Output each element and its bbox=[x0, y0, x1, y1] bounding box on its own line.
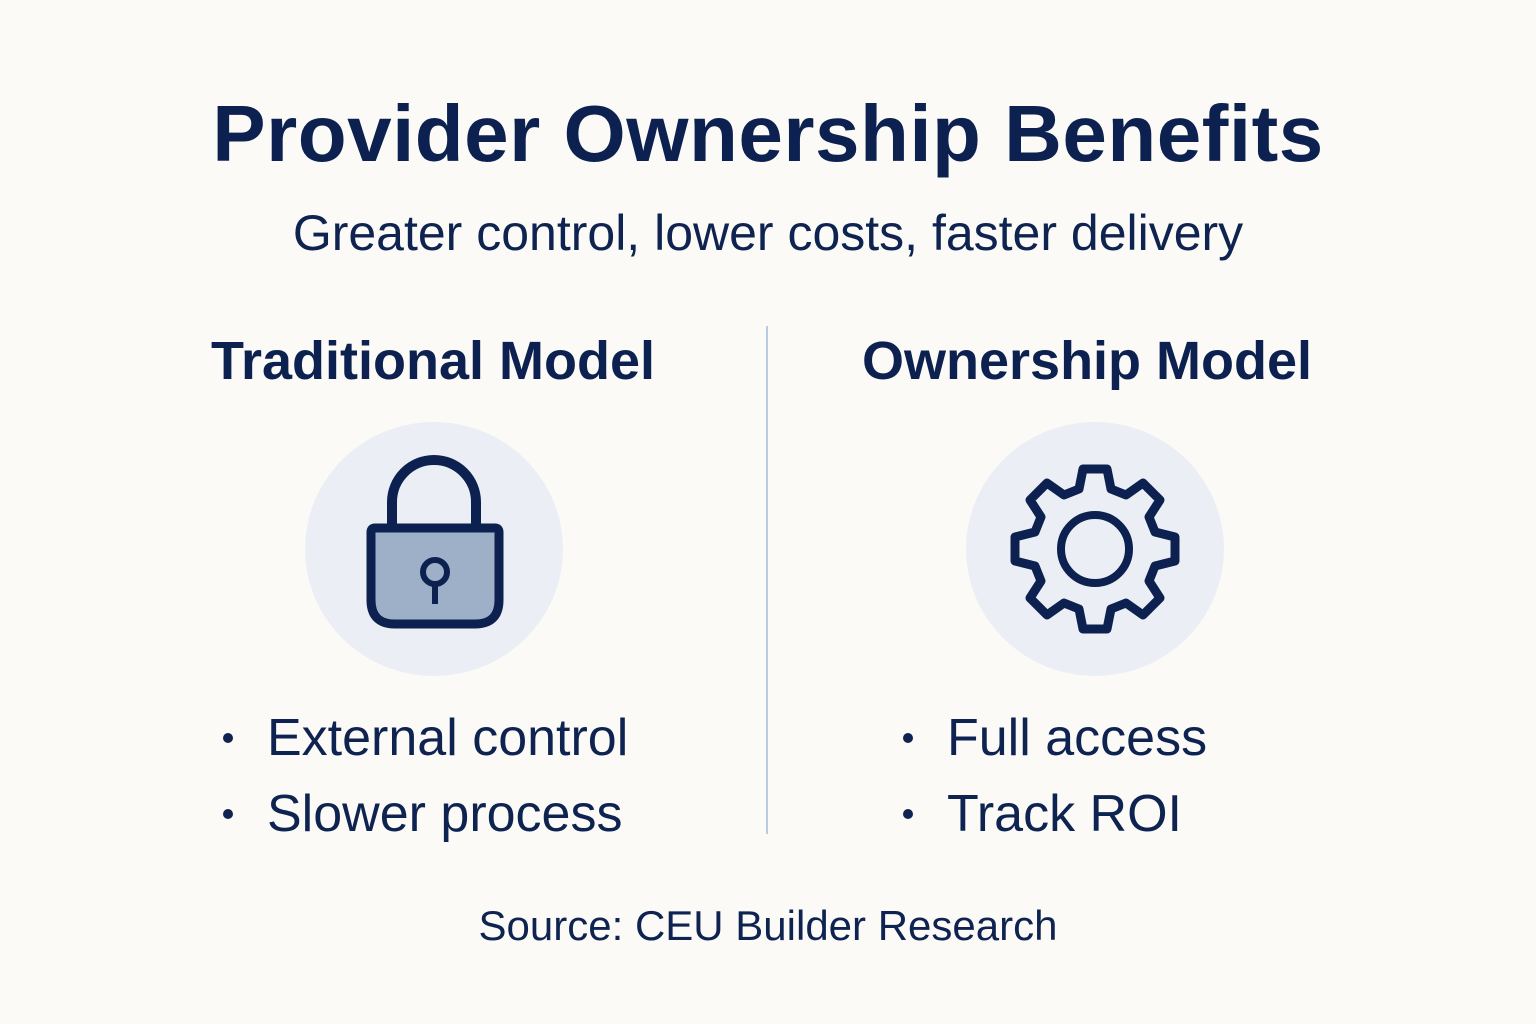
ownership-model-bullets: Full access Track ROI bbox=[898, 700, 1207, 852]
traditional-model-column: Traditional Model bbox=[211, 330, 655, 392]
page-title: Provider Ownership Benefits bbox=[212, 89, 1324, 178]
bullet-item: External control bbox=[218, 700, 628, 776]
padlock-icon-circle bbox=[305, 422, 563, 676]
bullet-dot-icon bbox=[223, 733, 233, 743]
gear-icon-circle bbox=[966, 422, 1224, 676]
padlock-icon bbox=[366, 455, 504, 629]
bullet-dot-icon bbox=[223, 809, 233, 819]
gear-icon bbox=[1010, 464, 1180, 634]
bullet-dot-icon bbox=[903, 809, 913, 819]
ownership-model-heading: Ownership Model bbox=[862, 331, 1313, 391]
column-divider bbox=[766, 326, 768, 834]
bullet-item: Track ROI bbox=[898, 776, 1207, 852]
traditional-model-heading: Traditional Model bbox=[211, 331, 656, 391]
ownership-model-column: Ownership Model bbox=[862, 330, 1312, 392]
source-caption: Source: CEU Builder Research bbox=[478, 902, 1058, 949]
bullet-item: Full access bbox=[898, 700, 1207, 776]
page-subtitle: Greater control, lower costs, faster del… bbox=[292, 205, 1244, 261]
traditional-model-bullets: External control Slower process bbox=[218, 700, 628, 852]
bullet-item: Slower process bbox=[218, 776, 628, 852]
bullet-dot-icon bbox=[903, 733, 913, 743]
